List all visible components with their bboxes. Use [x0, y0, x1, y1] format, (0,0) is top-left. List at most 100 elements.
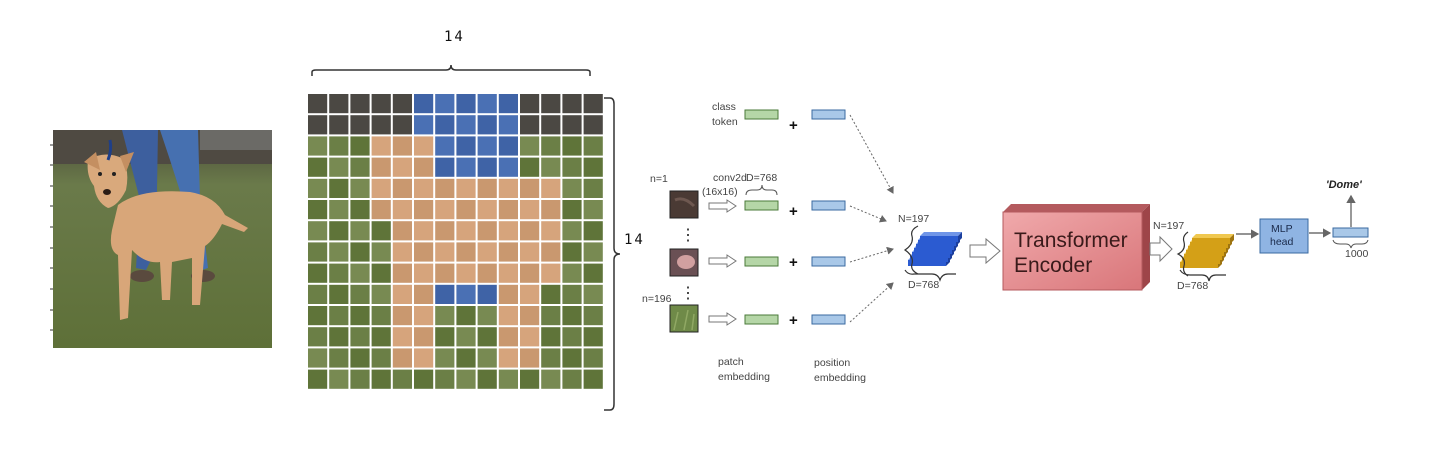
image-patch: [414, 263, 434, 283]
image-patch: [520, 94, 540, 114]
image-patch: [498, 221, 518, 241]
image-patch: [498, 306, 518, 326]
image-patch: [477, 242, 497, 262]
image-patch: [435, 369, 455, 389]
image-patch: [520, 263, 540, 283]
image-patch: [456, 284, 476, 304]
image-patch: [520, 178, 540, 198]
logits-brace: [1332, 239, 1369, 249]
image-patch: [498, 348, 518, 368]
image-patch: [456, 242, 476, 262]
image-patch: [329, 306, 349, 326]
image-patch: [308, 327, 328, 347]
image-patch: [456, 369, 476, 389]
image-patch: [562, 263, 582, 283]
image-patch: [562, 327, 582, 347]
logits-dim-label: 1000: [1345, 248, 1369, 260]
image-patch: [498, 284, 518, 304]
image-patch: [414, 94, 434, 114]
image-patch: [520, 327, 540, 347]
d-patch-label: D=768: [746, 172, 777, 184]
image-patch: [435, 284, 455, 304]
image-patch: [498, 263, 518, 283]
image-patch: [435, 306, 455, 326]
image-patch: [583, 200, 603, 220]
token-slab: [1188, 246, 1226, 252]
image-patch: [562, 284, 582, 304]
image-patch: [350, 157, 370, 177]
image-patch: [371, 263, 391, 283]
image-patch: [435, 178, 455, 198]
image-patch: [541, 136, 561, 156]
grid-top-count: 14: [444, 29, 465, 45]
hollow-arrows: [708, 199, 737, 326]
image-patch: [520, 221, 540, 241]
image-patch: [392, 115, 412, 135]
image-patch: [329, 115, 349, 135]
image-patch: [541, 157, 561, 177]
image-patch: [392, 263, 412, 283]
conv2d-label: conv2d (16x16): [702, 172, 750, 198]
image-patch: [435, 157, 455, 177]
image-patch: [371, 348, 391, 368]
image-patch: [477, 221, 497, 241]
image-patch: [308, 115, 328, 135]
image-patch: [308, 242, 328, 262]
image-patch: [583, 348, 603, 368]
image-patch: [562, 200, 582, 220]
image-patch: [583, 221, 603, 241]
image-patch: [414, 369, 434, 389]
token-slab: [918, 240, 956, 246]
image-patch: [520, 242, 540, 262]
image-patch: [350, 200, 370, 220]
image-patch: [371, 178, 391, 198]
image-patch: [308, 263, 328, 283]
image-patch: [477, 348, 497, 368]
image-patch: [456, 200, 476, 220]
image-patch: [456, 157, 476, 177]
token-slab: [920, 236, 958, 242]
image-patch: [329, 348, 349, 368]
token-slab: [1180, 262, 1218, 268]
output-d-brace: [1179, 269, 1226, 282]
class-token-label: class token: [712, 101, 739, 128]
image-patch: [350, 136, 370, 156]
image-patch: [392, 136, 412, 156]
token-slab: [1186, 250, 1224, 256]
image-patch: [414, 136, 434, 156]
image-patch: [414, 157, 434, 177]
token-slab: [908, 260, 946, 266]
image-patch: [350, 263, 370, 283]
from-encoder-arrow: [1149, 235, 1173, 263]
image-patch: [371, 369, 391, 389]
n1-label: n=1: [650, 173, 668, 185]
patch-grid: [308, 94, 603, 389]
image-patch: [456, 178, 476, 198]
token-slab: [920, 232, 962, 236]
image-patch: [498, 115, 518, 135]
image-patch: [477, 369, 497, 389]
image-patch: [435, 327, 455, 347]
image-patch: [541, 200, 561, 220]
image-patch: [562, 369, 582, 389]
output-token-stack: [1180, 234, 1234, 268]
ellipsis-2: ⋮: [680, 285, 696, 302]
image-patch: [350, 221, 370, 241]
image-patch: [329, 94, 349, 114]
image-patch: [498, 242, 518, 262]
image-patch: [371, 327, 391, 347]
plus-signs: + + + +: [789, 117, 798, 329]
input-n-label: N=197: [898, 213, 929, 225]
image-patch: [541, 94, 561, 114]
patch-embedding-label: patch embedding: [718, 356, 770, 383]
token-slab: [1182, 258, 1220, 264]
image-patch: [456, 263, 476, 283]
mlp-head: MLP head: [1259, 218, 1309, 254]
image-patch: [477, 284, 497, 304]
image-patch: [414, 327, 434, 347]
image-patch: [520, 369, 540, 389]
image-patch: [456, 306, 476, 326]
image-patch: [435, 348, 455, 368]
d-patch-brace: [745, 184, 778, 196]
token-slab: [910, 256, 948, 262]
